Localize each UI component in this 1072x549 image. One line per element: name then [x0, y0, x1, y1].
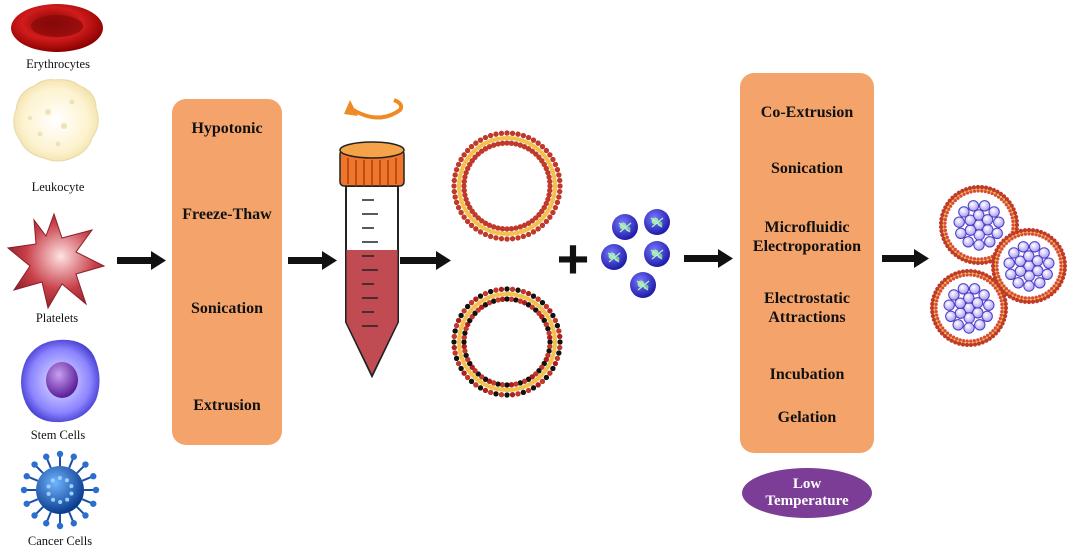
hybrid-membrane-vesicle-icon: [451, 286, 563, 398]
arrow-4: [684, 249, 733, 268]
method-co-extrusion: Co-Extrusion: [760, 104, 854, 121]
arrow-2: [288, 251, 337, 270]
method-sonication: Sonication: [190, 300, 263, 317]
plus-sign: +: [557, 227, 590, 290]
low-temperature-badge: Low Temperature: [742, 468, 872, 518]
arrow-5: [882, 249, 929, 268]
arrow-3: [400, 251, 451, 270]
cell-label-leukocyte: Leukocyte: [31, 180, 85, 194]
method-gelation: Gelation: [777, 409, 837, 426]
membrane-isolation-box: Hypotonic Freeze-Thaw Sonication Extrusi…: [172, 99, 282, 445]
cancer-cell-icon: [20, 450, 100, 530]
cell-label-stem-cells: Stem Cells: [30, 428, 86, 442]
leukocyte-icon: [13, 79, 99, 162]
method-sonication-2: Sonication: [770, 160, 843, 177]
nanoparticles-icon: [601, 209, 670, 298]
method-microfluidic-electroporation: Microfluidic Electroporation: [752, 219, 862, 255]
cell-label-platelets: Platelets: [35, 311, 79, 325]
cell-label-cancer-cells: Cancer Cells: [27, 534, 93, 548]
platelet-icon: [6, 212, 106, 310]
erythrocyte-icon: [11, 4, 103, 52]
arrow-1: [117, 251, 166, 270]
fusion-methods-box: Co-Extrusion Sonication Microfluidic Ele…: [740, 73, 874, 453]
membrane-vesicle-icon: [451, 130, 563, 242]
cell-label-erythrocytes: Erythrocytes: [26, 57, 90, 71]
method-electrostatic-attractions: Electrostatic Attractions: [764, 290, 850, 326]
stem-cell-icon: [21, 339, 100, 423]
method-hypotonic: Hypotonic: [191, 120, 263, 137]
method-incubation: Incubation: [769, 366, 845, 383]
centrifuge-tube-icon: [339, 141, 405, 379]
method-freeze-thaw: Freeze-Thaw: [182, 206, 272, 223]
method-extrusion: Extrusion: [193, 397, 261, 414]
rotation-arrow-icon: [344, 98, 404, 120]
membrane-coated-nanoparticles-icon: [929, 184, 1068, 348]
